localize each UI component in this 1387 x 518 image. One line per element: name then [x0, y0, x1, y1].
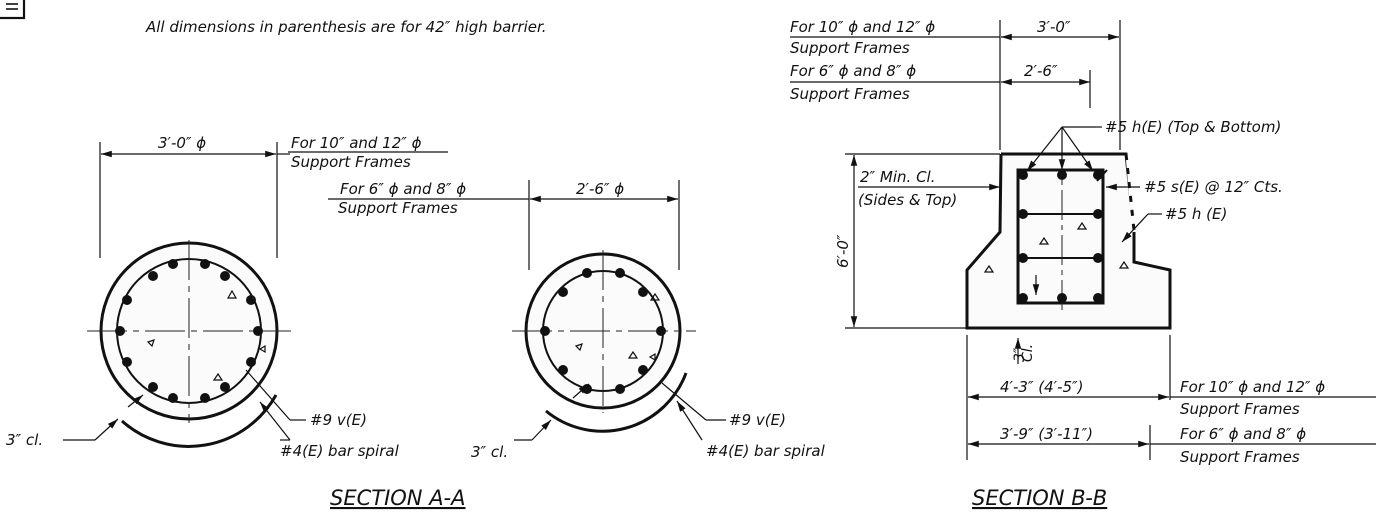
bottom-cl-1: 3″	[1012, 347, 1028, 362]
left-spiral-label: #4(E) bar spiral	[280, 442, 400, 460]
bar-top-bottom-label: #5 h(E) (Top & Bottom)	[1105, 118, 1281, 136]
frames-small-line2: Support Frames	[338, 199, 458, 217]
rebar-dots-left	[115, 259, 263, 403]
bar-h-label: #5 h (E)	[1165, 205, 1227, 223]
top-frames-1-line1: For 10″ ϕ and 12″ ϕ	[790, 18, 935, 36]
right-cover-label: 3″ cl.	[471, 443, 508, 461]
section-b-drawing	[790, 20, 1376, 460]
section-a-left-circle: 3′-0″ ϕ For 10″ and 12″ ϕ Support Frames	[63, 134, 448, 448]
top-dim-1: 3′-0″	[1037, 18, 1071, 36]
left-cover-label: 3″ cl.	[6, 431, 43, 449]
bot-dim-1: 4′-3″ (4′-5″)	[1000, 378, 1084, 396]
bot-frames-1-line1: For 10″ ϕ and 12″ ϕ	[1180, 378, 1325, 396]
top-frames-1-line2: Support Frames	[790, 39, 910, 57]
bot-frames-2-line2: Support Frames	[1180, 448, 1300, 466]
frames-large-line1: For 10″ and 12″ ϕ	[291, 134, 422, 152]
dim-label-3ft: 3′-0″ ϕ	[158, 134, 206, 152]
right-spiral-label: #4(E) bar spiral	[706, 442, 826, 460]
right-vert-bar-label: #9 v(E)	[729, 411, 786, 429]
height-label: 6′-0″	[834, 234, 852, 268]
frames-large-line2: Support Frames	[291, 153, 411, 171]
document-icon	[0, 0, 26, 20]
section-a-title: SECTION A-A	[330, 486, 466, 510]
dim-label-2ft6: 2′-6″ ϕ	[576, 180, 624, 198]
left-vert-bar-label: #9 v(E)	[310, 411, 367, 429]
bot-dim-2: 3′-9″ (3′-11″)	[1000, 425, 1093, 443]
frames-small-line1: For 6″ ϕ and 8″ ϕ	[340, 180, 466, 198]
section-b-title: SECTION B-B	[972, 486, 1107, 510]
rebar-dots-section-b	[1018, 170, 1103, 303]
header-note: All dimensions in parenthesis are for 42…	[145, 18, 547, 36]
stirrup-label: #5 s(E) @ 12″ Cts.	[1144, 178, 1283, 196]
bot-frames-2-line1: For 6″ ϕ and 8″ ϕ	[1180, 425, 1306, 443]
min-cl-line1: 2″ Min. Cl.	[860, 168, 935, 186]
bottom-cl-2: Cl.	[1020, 344, 1036, 362]
rebar-dots-right	[540, 268, 666, 394]
top-frames-2-line1: For 6″ ϕ and 8″ ϕ	[790, 62, 916, 80]
min-cl-line2: (Sides & Top)	[858, 191, 957, 209]
top-dim-2: 2′-6″	[1024, 62, 1058, 80]
section-a-right-circle: 2′-6″ ϕ For 6″ ϕ and 8″ ϕ Support Frames	[328, 180, 726, 441]
top-frames-2-line2: Support Frames	[790, 85, 910, 103]
bot-frames-1-line2: Support Frames	[1180, 400, 1300, 418]
